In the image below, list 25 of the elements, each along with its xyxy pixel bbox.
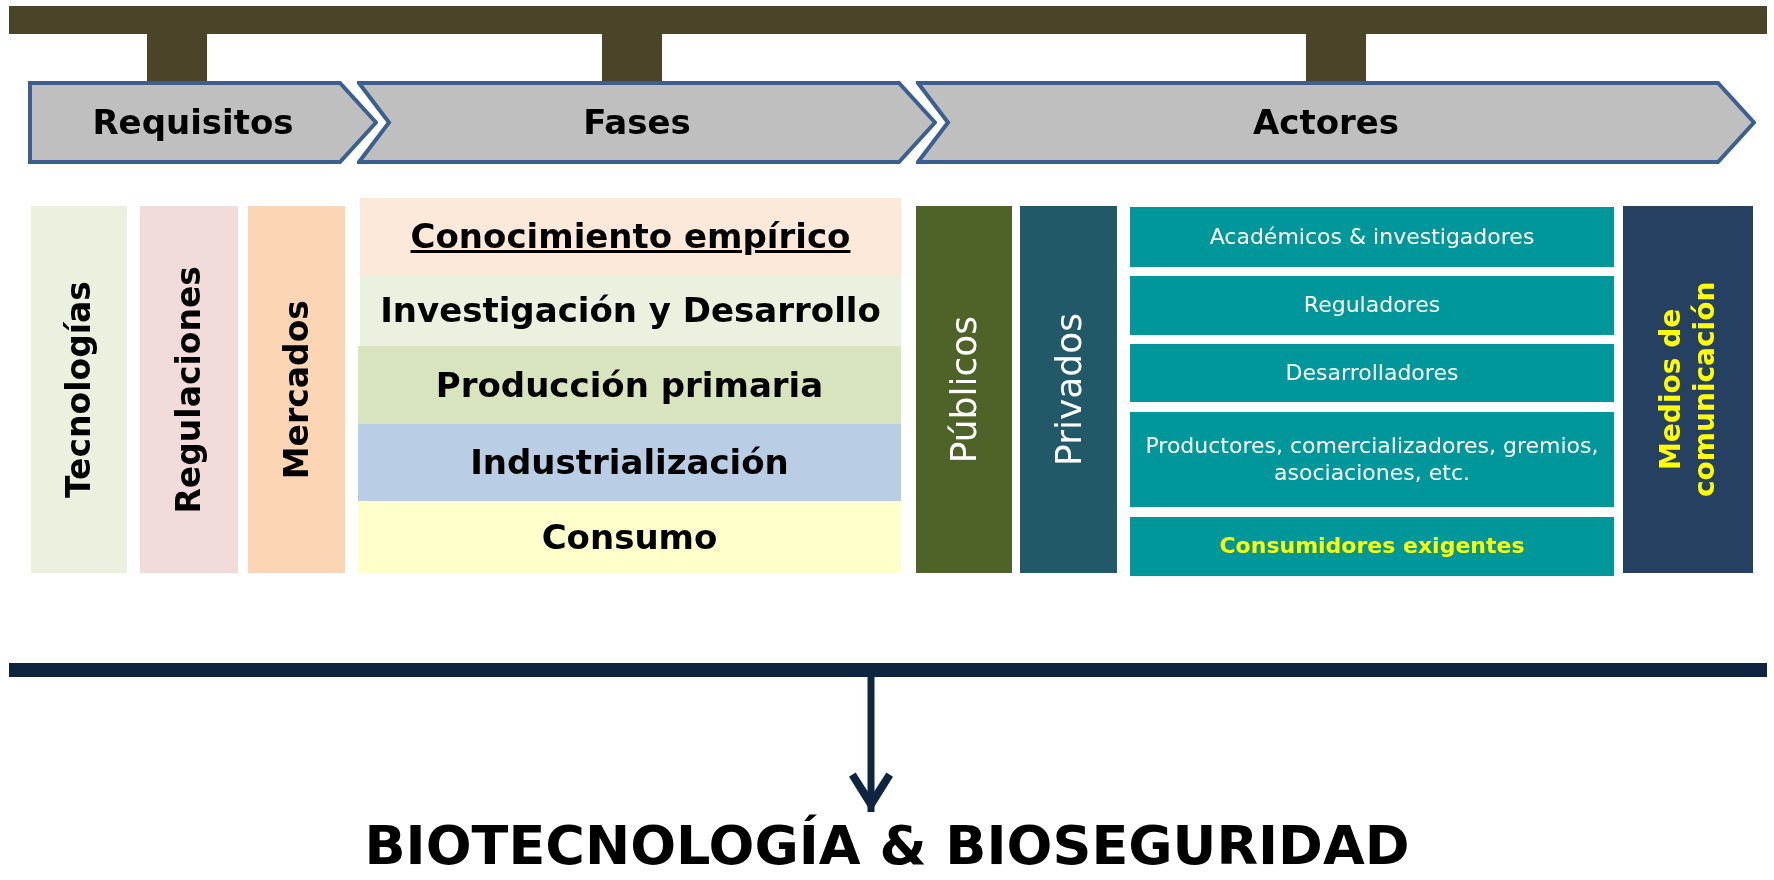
column-box: Públicos (916, 206, 1012, 573)
phase-band: Consumo (358, 501, 901, 573)
actor-box: Desarrolladores (1130, 344, 1614, 402)
phase-band: Industrialización (358, 424, 901, 501)
chevron-header: Requisitos (28, 81, 378, 164)
top-bar (9, 6, 1767, 34)
chevron-header: Fases (357, 81, 937, 164)
result-heading: BIOTECNOLOGÍA & BIOSEGURIDAD (237, 814, 1537, 878)
column-box: Mercados (248, 206, 345, 573)
actor-box: Consumidores exigentes (1130, 517, 1614, 576)
column-box: Privados (1020, 206, 1117, 573)
actor-box: Académicos & investigadores (1130, 207, 1614, 267)
connector-stem (147, 34, 207, 81)
bottom-bar (9, 663, 1767, 677)
connector-stem (602, 34, 662, 81)
column-box: Tecnologías (31, 206, 127, 573)
phase-band: Investigación y Desarrollo (360, 275, 901, 346)
connector-stem (1306, 34, 1366, 81)
column-box: Medios de comunicación (1623, 206, 1753, 573)
actor-box: Reguladores (1130, 276, 1614, 335)
phase-band: Producción primaria (358, 346, 901, 424)
chevron-header: Actores (916, 81, 1756, 164)
column-box: Regulaciones (140, 206, 238, 573)
actor-box: Productores, comercializadores, gremios, asociaciones, etc. (1130, 412, 1614, 507)
phase-band: Conocimiento empírico (360, 198, 901, 275)
